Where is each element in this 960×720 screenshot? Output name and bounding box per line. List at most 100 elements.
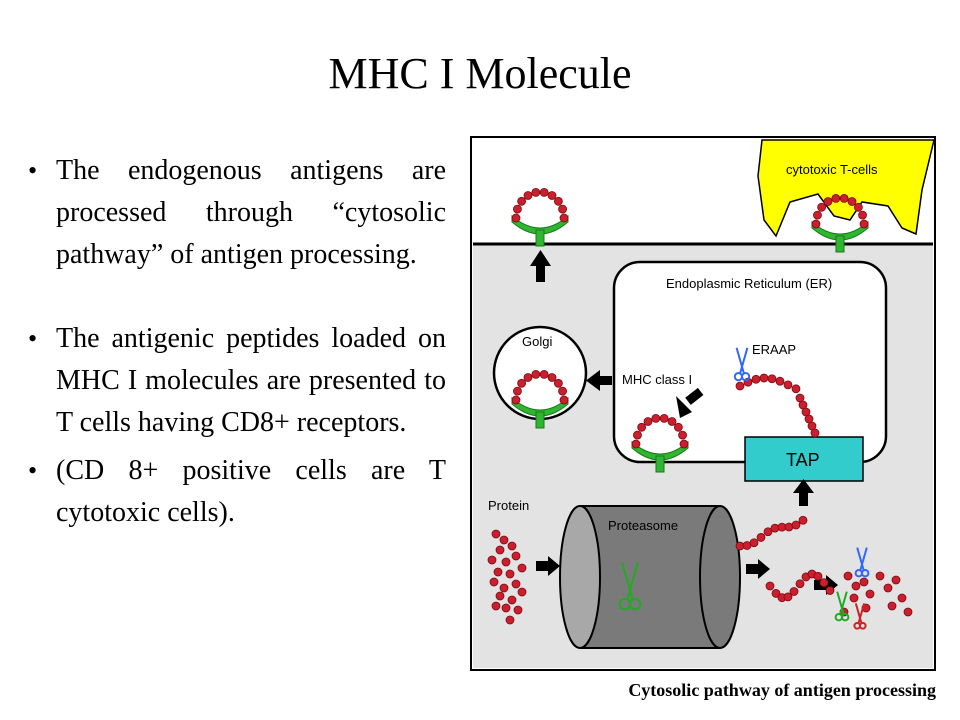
peptide-bead [763, 527, 773, 537]
mhc-class-i-molecule [631, 440, 689, 461]
peptide-bead [523, 191, 533, 200]
scissors-blade [859, 547, 868, 571]
proteasome [559, 505, 741, 649]
bullet-item: The antigenic peptides loaded on MHC I m… [22, 318, 446, 444]
peptide-bead [531, 369, 541, 379]
scissors-handle [861, 569, 870, 578]
peptide-bead [547, 373, 557, 382]
erap-label: ERAAP [752, 342, 796, 357]
arrow-up-from-golgi [530, 250, 551, 282]
slide-title: MHC I Molecule [328, 49, 632, 98]
peptide-bead [883, 583, 893, 593]
peptide-bead [491, 601, 501, 611]
peptide-bead [517, 196, 527, 206]
peptide-bead [851, 581, 861, 591]
scissors-blade [856, 547, 865, 571]
scissors-handle [741, 372, 751, 382]
peptide-bead [513, 386, 522, 396]
peptide-bead [679, 439, 689, 449]
peptide-bead [495, 545, 505, 555]
peptide-bead [499, 535, 509, 545]
peptide-bead [511, 395, 521, 405]
peptide-bead [875, 571, 885, 581]
peptide-bead [501, 557, 511, 567]
golgi-label: Golgi [522, 334, 552, 349]
peptide-bead [798, 515, 808, 525]
arrow-to-golgi [586, 370, 612, 391]
peptide-bead [637, 422, 647, 432]
peptide-bead [507, 595, 517, 605]
peptide-bead [493, 567, 503, 577]
cytotoxic-t-cell [757, 139, 935, 238]
peptide-bead [783, 380, 793, 390]
peptide-bead [553, 196, 563, 206]
endoplasmic-reticulum [612, 260, 888, 464]
peptide-bead [795, 579, 805, 589]
peptide-bead [491, 529, 501, 539]
peptide-bead [735, 381, 745, 391]
peptide-bead [631, 439, 641, 449]
arrow-out-of-proteasome [746, 559, 770, 579]
peptide-bead [489, 577, 499, 587]
peptide-bead [501, 603, 511, 613]
scissors-handle [629, 598, 642, 611]
peptide-bead [865, 589, 875, 599]
scissors-blade [839, 591, 848, 615]
mhc-stalk [535, 229, 545, 247]
scissors-blade [621, 562, 634, 600]
er-label: Endoplasmic Reticulum (ER) [666, 276, 832, 291]
peptide-bead [813, 571, 823, 581]
arrow-up-to-tap [793, 479, 814, 506]
peptide-bead [859, 219, 869, 229]
peptide-bead [539, 369, 549, 379]
peptide-bead [831, 193, 841, 203]
peptide-bead [559, 213, 569, 223]
peptide-bead [859, 577, 869, 587]
peptide-bead [771, 589, 781, 598]
diagram-shapes [487, 187, 913, 630]
peptide-bead [791, 384, 801, 394]
tcell-label: cytotoxic T-cells [786, 162, 878, 177]
peptide-bead [813, 210, 822, 220]
peptide-bead [887, 601, 897, 611]
scissors-handle [859, 622, 867, 630]
mhc-stalk [535, 411, 545, 429]
mhc-stalk [835, 235, 845, 253]
peptide-bead [507, 541, 517, 551]
peptide-bead [513, 605, 523, 615]
peptide-bead [839, 193, 849, 203]
peptide-bead [531, 187, 541, 197]
peptide-bead [767, 374, 777, 384]
proteasome-label: Proteasome [608, 518, 678, 533]
peptide-bead [678, 430, 687, 440]
peptide-bead [558, 386, 567, 396]
peptide-bead [903, 607, 913, 617]
peptide-bead [783, 592, 793, 602]
peptide-bead [523, 373, 533, 382]
mhc-label: MHC class I [622, 372, 692, 387]
bullet-item: The endogenous antigens are processed th… [22, 150, 446, 276]
arrow-er-to-mhc [676, 387, 704, 418]
peptide-bead [553, 378, 563, 388]
peptide-bead [651, 413, 661, 423]
mhc-class-i-molecule [811, 220, 869, 241]
peptide-bead [891, 575, 901, 585]
peptide-bead [487, 555, 497, 565]
mhc-stalk [655, 455, 665, 473]
peptide-bead [673, 422, 683, 432]
scissors-blade [836, 591, 845, 615]
bullet-item: (CD 8+ positive cells are T cytotoxic ce… [22, 450, 446, 534]
peptide-bead [539, 187, 549, 197]
peptide-bead [559, 395, 569, 405]
figure-caption: Cytosolic pathway of antigen processing [628, 680, 936, 700]
peptide-bead [843, 571, 853, 581]
protein-label: Protein [488, 498, 529, 513]
peptide-bead [511, 213, 521, 223]
arrow-into-proteasome [536, 556, 560, 576]
scissors-blade [626, 562, 639, 600]
peptide-bead [667, 417, 677, 426]
scissors-blade [735, 347, 745, 374]
peptide-bead [849, 593, 859, 603]
peptide-bead [499, 583, 509, 593]
mhc-class-i-molecule [511, 214, 569, 235]
